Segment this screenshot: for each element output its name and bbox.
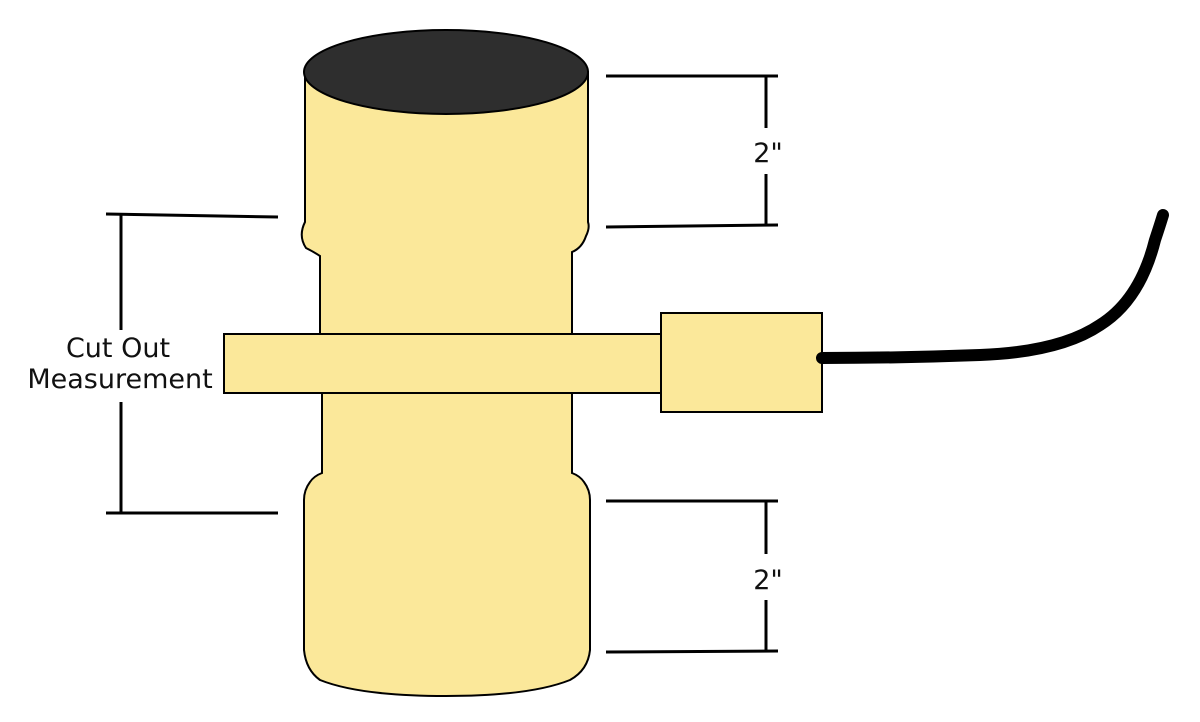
- lower-pipe-section: [303, 392, 591, 698]
- top-dimension-label: 2": [753, 138, 783, 169]
- cutout-label-line2: Measurement: [27, 364, 212, 395]
- bottom-dim-lower-extension: [605, 649, 779, 654]
- cutout-top-extension-line: [105, 212, 279, 219]
- horizontal-bar: [223, 333, 663, 394]
- cutout-dimension: Cut Out Measurement: [27, 212, 279, 515]
- cutout-label-line1: Cut Out: [66, 333, 170, 364]
- top-dim-lower-extension: [605, 223, 779, 229]
- top-dimension: 2": [605, 74, 783, 229]
- pipe-top-cap: [303, 29, 589, 115]
- sensor-cable: [816, 209, 1169, 364]
- sensor-box: [660, 312, 823, 413]
- bottom-dimension-label: 2": [753, 565, 783, 596]
- bottom-dimension: 2": [605, 499, 783, 654]
